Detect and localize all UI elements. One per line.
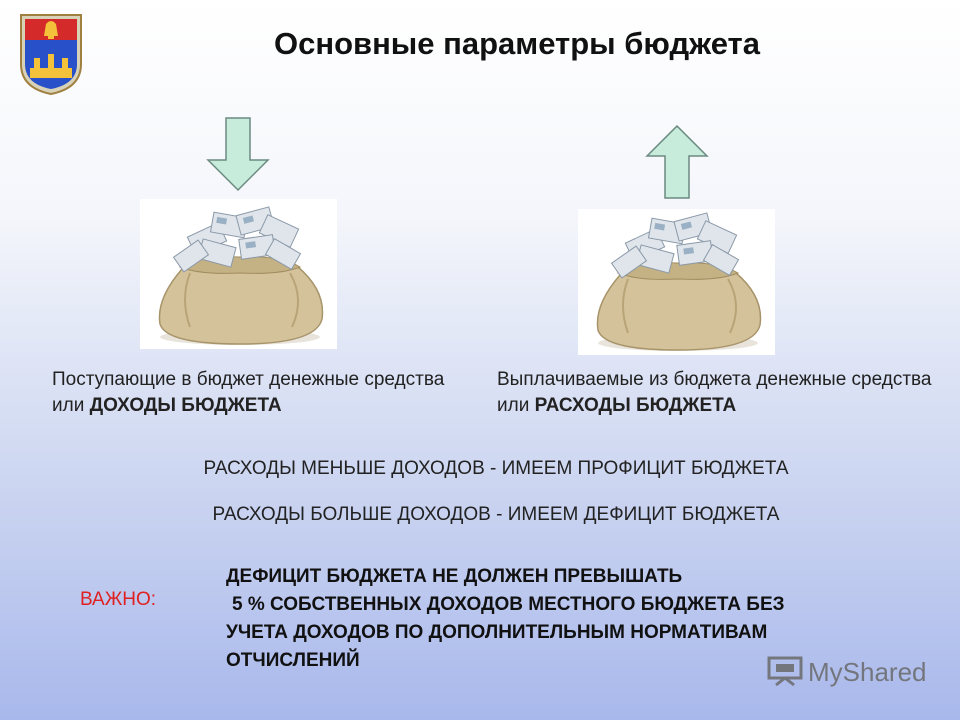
money-bag-icon	[578, 209, 775, 355]
watermark-text: MyShared	[808, 656, 927, 687]
important-line: ОТЧИСЛЕНИЙ	[226, 650, 360, 671]
deficit-rule: РАСХОДЫ БОЛЬШЕ ДОХОДОВ - ИМЕЕМ ДЕФИЦИТ Б…	[212, 504, 780, 525]
important-line: 5 % СОБСТВЕННЫХ ДОХОДОВ МЕСТНОГО БЮДЖЕТА…	[232, 594, 785, 615]
money-bag-icon	[140, 199, 337, 349]
expense-description: Выплачиваемые из бюджета денежные средст…	[497, 367, 947, 419]
expense-label: РАСХОДЫ БЮДЖЕТА	[534, 395, 737, 416]
income-label: ДОХОДЫ БЮДЖЕТА	[89, 395, 282, 416]
coat-of-arms-icon	[20, 14, 82, 96]
arrow-down-icon	[206, 117, 270, 192]
important-note: ДЕФИЦИТ БЮДЖЕТА НЕ ДОЛЖЕН ПРЕВЫШАТЬ 5 % …	[226, 563, 946, 675]
watermark: MyShared	[766, 655, 927, 689]
important-line: УЧЕТА ДОХОДОВ ПО ДОПОЛНИТЕЛЬНЫМ НОРМАТИВ…	[226, 622, 768, 643]
income-text: Поступающие в бюджет денежные средства и…	[52, 369, 445, 416]
presentation-icon	[767, 656, 803, 687]
arrow-up-icon	[645, 124, 709, 199]
expense-text: Выплачиваемые из бюджета денежные средст…	[497, 369, 932, 416]
important-label: ВАЖНО:	[80, 589, 157, 610]
income-description: Поступающие в бюджет денежные средства и…	[52, 367, 472, 419]
page-title: Основные параметры бюджета	[274, 26, 760, 61]
surplus-rule: РАСХОДЫ МЕНЬШЕ ДОХОДОВ - ИМЕЕМ ПРОФИЦИТ …	[203, 458, 789, 479]
important-line: ДЕФИЦИТ БЮДЖЕТА НЕ ДОЛЖЕН ПРЕВЫШАТЬ	[226, 566, 683, 587]
